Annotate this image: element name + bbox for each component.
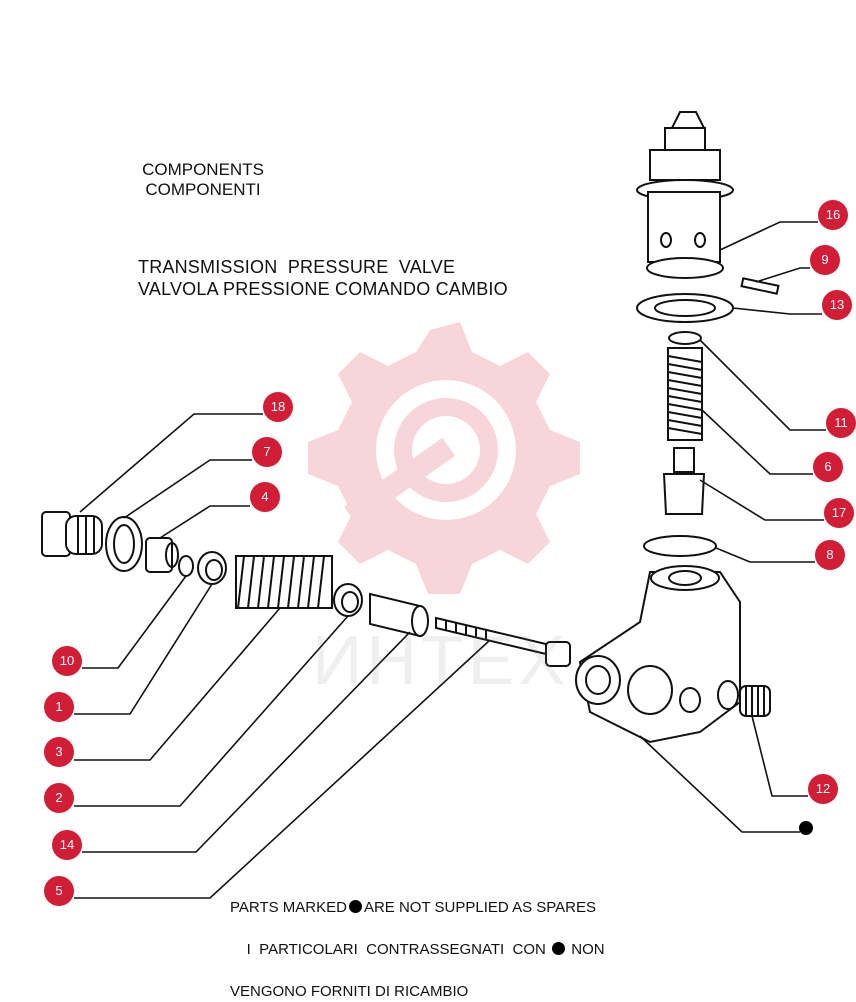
note-line-1: PARTS MARKED ARE NOT SUPPLIED AS SPARES [230, 897, 605, 918]
valve-body [575, 565, 741, 744]
part-10-washer [178, 555, 194, 577]
callout-badge-1: 1 [44, 692, 74, 722]
watermark-text: ИНТЕХ [312, 621, 570, 699]
callout-badge-5: 5 [44, 876, 74, 906]
part-6-spring [667, 347, 703, 441]
part-4-nut [145, 537, 179, 573]
part-13-washer [636, 293, 734, 323]
note-line-1a: PARTS MARKED [230, 899, 347, 916]
bullet-dot-icon [552, 942, 566, 955]
part-18-plug [41, 511, 103, 557]
note-line-2a: I PARTICOLARI CONTRASSEGNATI CON [246, 941, 546, 958]
part-1-cap [197, 551, 227, 585]
callout-badge-6: 6 [813, 452, 843, 482]
valve-title-it: VALVOLA PRESSIONE COMANDO CAMBIO [138, 279, 508, 299]
components-heading-it: COMPONENTI [145, 180, 261, 199]
note-line-2: I PARTICOLARI CONTRASSEGNATI CON NON [230, 918, 605, 981]
callout-badge-18: 18 [263, 392, 293, 422]
callout-badge-2: 2 [44, 783, 74, 813]
part-8-o-ring [643, 535, 717, 557]
valve-title: TRANSMISSION PRESSURE VALVE VALVOLA PRES… [138, 256, 508, 300]
callout-badge-13: 13 [822, 290, 852, 320]
part-11-seat [668, 331, 702, 345]
part-16-valve-cartridge [636, 111, 734, 279]
part-3-spring [235, 555, 333, 609]
callout-badge-3: 3 [44, 737, 74, 767]
callout-badge-8: 8 [815, 540, 845, 570]
part-7-seal-ring [105, 516, 143, 572]
part-2-ring [333, 583, 363, 617]
callout-badge-9: 9 [810, 245, 840, 275]
leader-lines [74, 221, 826, 899]
bullet-dot-icon [348, 900, 362, 913]
part-12-plug [739, 685, 771, 717]
callout-badge-16: 16 [818, 200, 848, 230]
note-line-2b: NON [571, 941, 605, 958]
components-heading: COMPONENTS COMPONENTI [126, 160, 280, 200]
callout-badge-10: 10 [52, 646, 82, 676]
part-5-bolt [435, 616, 571, 667]
part-17-plunger [662, 447, 706, 515]
not-supplied-marker [799, 821, 813, 835]
components-heading-en: COMPONENTS [142, 160, 264, 179]
valve-title-en: TRANSMISSION PRESSURE VALVE [138, 257, 456, 277]
note-line-1b: ARE NOT SUPPLIED AS SPARES [363, 899, 596, 916]
callout-badge-7: 7 [252, 437, 282, 467]
watermark-gear-logo [308, 322, 580, 594]
note-line-3: VENGONO FORNITI DI RICAMBIO [230, 983, 469, 1000]
callout-badge-11: 11 [826, 408, 856, 438]
spares-note: PARTS MARKED ARE NOT SUPPLIED AS SPARES I… [230, 897, 605, 1002]
part-14-sleeve [369, 592, 429, 638]
callout-badge-17: 17 [824, 498, 854, 528]
callout-badge-4: 4 [250, 482, 280, 512]
part-9-pin [740, 277, 780, 295]
callout-badge-12: 12 [808, 774, 838, 804]
callout-badge-14: 14 [52, 830, 82, 860]
